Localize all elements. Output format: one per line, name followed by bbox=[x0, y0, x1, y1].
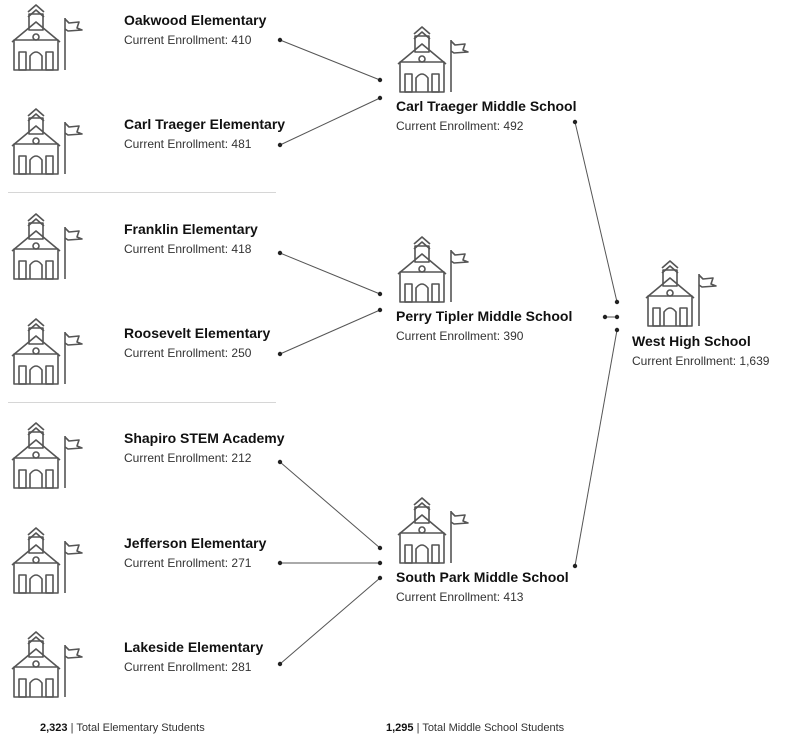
enrollment-line: Current Enrollment: 413 bbox=[396, 590, 524, 604]
elementary-school: Oakwood Elementary Current Enrollment: 4… bbox=[124, 12, 266, 48]
connector-dot bbox=[614, 299, 620, 305]
enrollment-value: 413 bbox=[503, 590, 524, 604]
connector-dot bbox=[377, 575, 383, 581]
connector-dot bbox=[277, 459, 283, 465]
group-divider bbox=[8, 402, 276, 403]
school-name: South Park Middle School bbox=[396, 569, 569, 585]
enrollment-value: 492 bbox=[503, 119, 524, 133]
connector-dot bbox=[277, 661, 283, 667]
total-middle: 1,295 | Total Middle School Students bbox=[386, 722, 565, 734]
connector-line-roosevelt-to-perry-tipler-ms bbox=[279, 309, 381, 355]
connector-dot bbox=[377, 545, 383, 551]
connector-dot bbox=[602, 314, 608, 320]
enrollment-line: Current Enrollment: 481 bbox=[124, 137, 252, 151]
connector-dot bbox=[377, 95, 383, 101]
school-name: Carl Traeger Elementary bbox=[124, 116, 286, 132]
enrollment-line: Current Enrollment: 1,639 bbox=[632, 354, 770, 368]
elementary-school: Lakeside Elementary Current Enrollment: … bbox=[124, 639, 263, 675]
elementary-school: Jefferson Elementary Current Enrollment:… bbox=[124, 535, 266, 571]
enrollment-value: 250 bbox=[231, 346, 252, 360]
enrollment-value: 410 bbox=[231, 33, 252, 47]
connector-dot bbox=[377, 291, 383, 297]
enrollment-line: Current Enrollment: 212 bbox=[124, 451, 252, 465]
elementary-school: Carl Traeger Elementary Current Enrollme… bbox=[124, 116, 285, 152]
schoolhouse-icon bbox=[394, 497, 470, 570]
connector-dot bbox=[277, 351, 283, 357]
enrollment-value: 418 bbox=[231, 242, 252, 256]
connector-line-oakwood-to-carl-traeger-ms bbox=[279, 39, 381, 81]
connector-dot bbox=[277, 142, 283, 148]
enrollment-line: Current Enrollment: 418 bbox=[124, 242, 252, 256]
total-elementary: 2,323 | Total Elementary Students bbox=[40, 722, 205, 734]
school-name: Oakwood Elementary bbox=[124, 12, 267, 28]
schoolhouse-icon bbox=[8, 4, 84, 77]
schoolhouse-icon bbox=[8, 631, 84, 704]
enrollment-value: 212 bbox=[231, 451, 252, 465]
enrollment-value: 1,639 bbox=[739, 354, 770, 368]
middle-school: Perry Tipler Middle School Current Enrol… bbox=[396, 308, 572, 344]
school-name: West High School bbox=[632, 333, 751, 349]
connector-dot bbox=[377, 560, 383, 566]
middle-school: South Park Middle School Current Enrollm… bbox=[396, 569, 569, 605]
school-name: Roosevelt Elementary bbox=[124, 325, 271, 341]
connector-dot bbox=[614, 314, 620, 320]
high-school: West High School Current Enrollment: 1,6… bbox=[632, 333, 769, 369]
total-middle-label: Total Middle School Students bbox=[422, 722, 565, 734]
connector-dot bbox=[277, 37, 283, 43]
enrollment-line: Current Enrollment: 390 bbox=[396, 329, 524, 343]
total-elementary-label: Total Elementary Students bbox=[76, 722, 205, 734]
enrollment-line: Current Enrollment: 250 bbox=[124, 346, 252, 360]
schoolhouse-icon bbox=[8, 318, 84, 391]
total-middle-value: 1,295 bbox=[386, 722, 414, 734]
connector-line-lakeside-to-south-park-ms bbox=[279, 577, 381, 665]
enrollment-value: 481 bbox=[231, 137, 252, 151]
enrollment-line: Current Enrollment: 281 bbox=[124, 660, 252, 674]
connector-line-shapiro-to-south-park-ms bbox=[279, 461, 381, 549]
school-name: Franklin Elementary bbox=[124, 221, 258, 237]
schoolhouse-icon bbox=[8, 422, 84, 495]
connector-line-carl-traeger-ms-to-west-hs bbox=[574, 121, 618, 303]
elementary-school: Roosevelt Elementary Current Enrollment:… bbox=[124, 325, 270, 361]
connector-line-south-park-ms-to-west-hs bbox=[574, 329, 618, 567]
connector-dot bbox=[277, 250, 283, 256]
enrollment-value: 390 bbox=[503, 329, 524, 343]
enrollment-line: Current Enrollment: 271 bbox=[124, 556, 252, 570]
school-name: Lakeside Elementary bbox=[124, 639, 264, 655]
schoolhouse-icon bbox=[394, 26, 470, 99]
connector-line-carl-traeger-es-to-carl-traeger-ms bbox=[279, 97, 381, 146]
group-divider bbox=[8, 192, 276, 193]
enrollment-line: Current Enrollment: 410 bbox=[124, 33, 252, 47]
schoolhouse-icon bbox=[394, 236, 470, 309]
elementary-school: Shapiro STEM Academy Current Enrollment:… bbox=[124, 430, 285, 466]
total-elementary-value: 2,323 bbox=[40, 722, 68, 734]
connector-line-franklin-to-perry-tipler-ms bbox=[279, 252, 381, 295]
school-name: Jefferson Elementary bbox=[124, 535, 267, 551]
enrollment-value: 281 bbox=[231, 660, 252, 674]
connector-dot bbox=[377, 307, 383, 313]
enrollment-value: 271 bbox=[231, 556, 252, 570]
schoolhouse-icon bbox=[8, 527, 84, 600]
school-name: Shapiro STEM Academy bbox=[124, 430, 285, 446]
connector-dot bbox=[572, 563, 578, 569]
enrollment-line: Current Enrollment: 492 bbox=[396, 119, 524, 133]
connector-dot bbox=[572, 119, 578, 125]
school-name: Perry Tipler Middle School bbox=[396, 308, 573, 324]
schoolhouse-icon bbox=[8, 108, 84, 181]
middle-school: Carl Traeger Middle School Current Enrol… bbox=[396, 98, 577, 134]
connector-dot bbox=[277, 560, 283, 566]
schoolhouse-icon bbox=[642, 260, 718, 333]
connector-dot bbox=[377, 77, 383, 83]
connector-dot bbox=[614, 327, 620, 333]
school-name: Carl Traeger Middle School bbox=[396, 98, 577, 114]
elementary-school: Franklin Elementary Current Enrollment: … bbox=[124, 221, 258, 257]
schoolhouse-icon bbox=[8, 213, 84, 286]
